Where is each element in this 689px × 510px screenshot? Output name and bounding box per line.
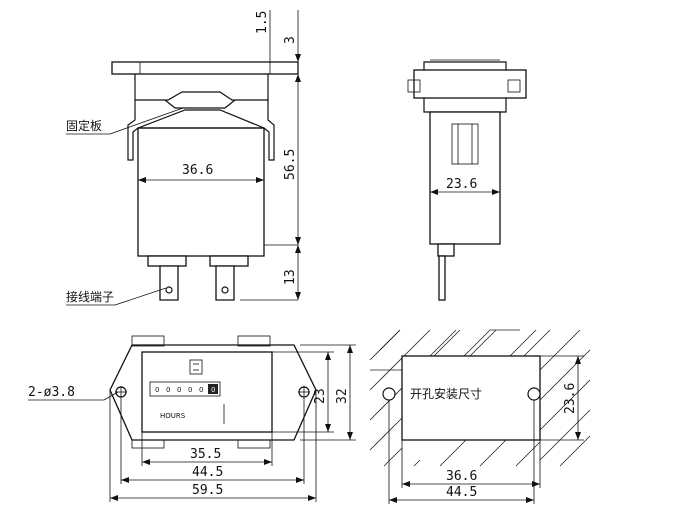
- terminal-base-right: [209, 255, 249, 267]
- digit-6: 0: [211, 386, 215, 394]
- dim-terminal: 13: [283, 269, 298, 285]
- digit-4: 0: [188, 386, 192, 394]
- dim-body-height: 56.5: [283, 149, 298, 180]
- terminal-right: [215, 265, 235, 301]
- terminal-base-left: [147, 255, 187, 267]
- cap: [134, 74, 269, 101]
- fixing-plate-left: [127, 100, 139, 161]
- cutout-hole-right: [527, 387, 541, 401]
- dim-front-inner-height: 23: [313, 388, 328, 404]
- panel-hatching: [369, 329, 591, 467]
- dim-body-width: 36.6: [182, 163, 213, 178]
- side-body: [429, 111, 501, 245]
- fixing-plate-right: [263, 100, 275, 161]
- dim-cutout-width: 36.6: [446, 469, 477, 484]
- dim-top-plate: 3: [283, 36, 298, 44]
- front-profile-view: 36.6 1.5 3 56.5 13 固定板 接线端子: [66, 10, 301, 306]
- side-view: 23.6: [407, 59, 527, 301]
- dim-front-mid-width: 44.5: [192, 465, 223, 480]
- dim-hole-spec: 2-ø3.8: [28, 385, 75, 400]
- dim-front-inner-width: 35.5: [190, 447, 221, 462]
- dim-front-outer-height: 32: [335, 388, 350, 404]
- digit-5: 0: [199, 386, 203, 394]
- label-fixing-plate: 固定板: [66, 118, 102, 133]
- dim-front-total-width: 59.5: [192, 483, 223, 498]
- side-flange: [413, 69, 527, 99]
- counter-unit: HOURS: [160, 412, 186, 420]
- digit-2: 0: [166, 386, 170, 394]
- body: [137, 127, 265, 257]
- label-terminal: 接线端子: [66, 289, 114, 304]
- label-cutout: 开孔安装尺寸: [410, 386, 482, 401]
- digit-1: 0: [155, 386, 159, 394]
- terminal-left: [159, 265, 179, 301]
- counter-window: [141, 351, 273, 433]
- cutout-hole-left: [382, 387, 396, 401]
- front-panel-view: 0 0 0 0 0 0 HOURS 2-ø3.8 23 32 35.5 4: [28, 335, 356, 502]
- digit-3: 0: [177, 386, 181, 394]
- counter-digits: [149, 381, 221, 397]
- cutout-rect: [401, 355, 541, 441]
- dim-cutout-outer-width: 44.5: [446, 485, 477, 500]
- side-terminal: [438, 255, 446, 301]
- dim-flange: 1.5: [255, 11, 270, 34]
- cutout-view: 开孔安装尺寸 23.6 36.6 44.5: [369, 329, 591, 504]
- dim-cutout-height: 23.6: [563, 383, 578, 414]
- digit-6-tenth: [208, 384, 218, 394]
- dim-side-width: 23.6: [446, 177, 477, 192]
